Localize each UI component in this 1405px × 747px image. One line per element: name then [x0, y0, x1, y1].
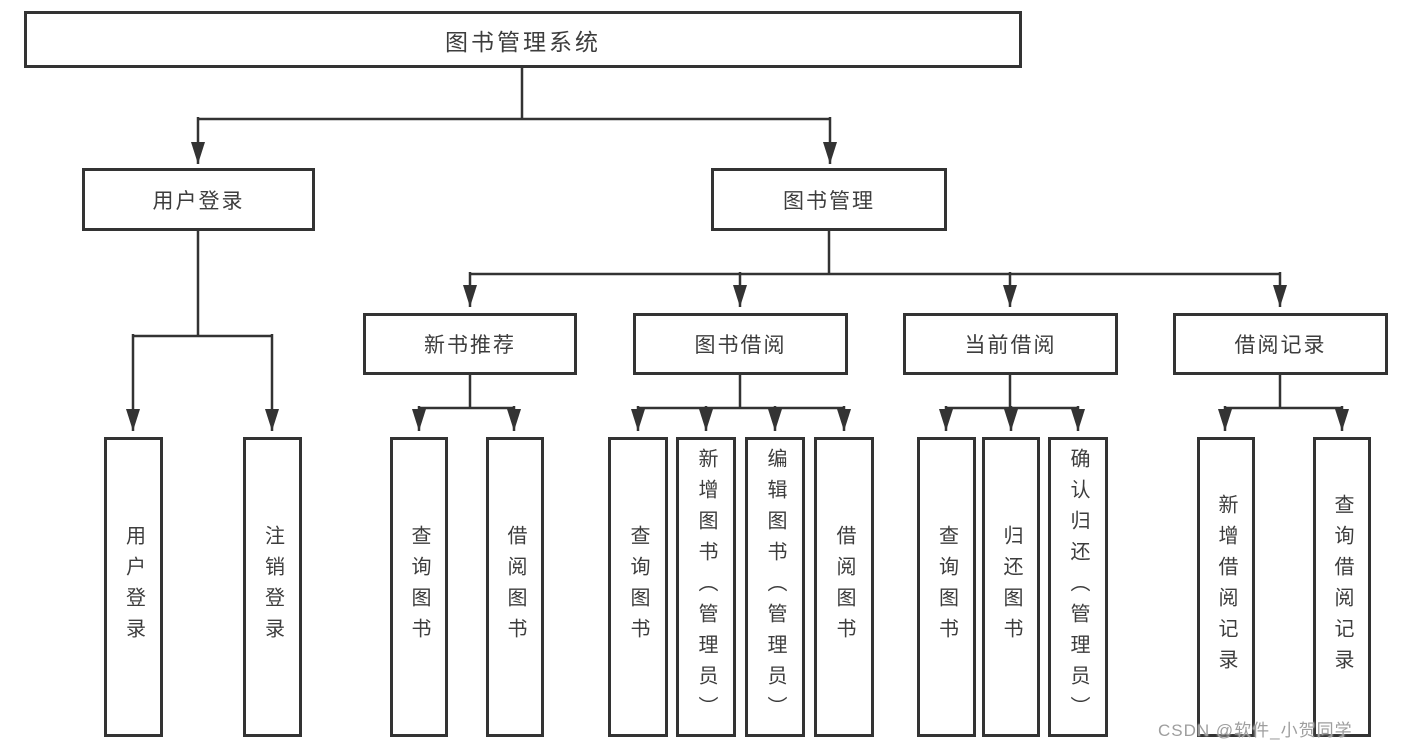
node-label: 图书管理	[783, 189, 875, 213]
leaf-borrow-query-book: 查询图书	[608, 437, 668, 737]
leaf-borrow-edit-book-admin: 编辑图书（管理员）	[745, 437, 805, 737]
leaf-user-login: 用户登录	[104, 437, 163, 737]
node-label: 用户登录	[152, 189, 245, 213]
leaf-borrow-add-book-admin: 新增图书（管理员）	[676, 437, 736, 737]
node-current-borrow: 当前借阅	[903, 313, 1118, 375]
leaf-records-query-record: 查询借阅记录	[1313, 437, 1371, 737]
leaf-records-add-record: 新增借阅记录	[1197, 437, 1255, 737]
node-label: 用户登录	[122, 525, 145, 649]
leaf-borrow-borrow-book: 借阅图书	[814, 437, 874, 737]
node-label: 新增图书（管理员）	[695, 447, 717, 727]
node-label: 图书借阅	[694, 334, 787, 357]
leaf-logout: 注销登录	[243, 437, 302, 737]
node-label: 编辑图书（管理员）	[764, 447, 786, 727]
leaf-recommend-borrow-book: 借阅图书	[486, 437, 544, 737]
node-label: 新增借阅记录	[1215, 494, 1237, 680]
node-label: 借阅图书	[504, 525, 526, 649]
node-label: 查询图书	[408, 525, 430, 649]
leaf-current-return-book: 归还图书	[982, 437, 1040, 737]
node-label: 图书管理系统	[445, 28, 601, 55]
node-label: 归还图书	[1000, 525, 1022, 649]
leaf-recommend-query-book: 查询图书	[390, 437, 448, 737]
node-label: 借阅图书	[833, 525, 855, 649]
node-book-management: 图书管理	[711, 168, 947, 231]
node-library-system: 图书管理系统	[24, 11, 1022, 68]
node-new-book-recommend: 新书推荐	[363, 313, 577, 375]
node-user-login: 用户登录	[82, 168, 315, 231]
csdn-watermark: CSDN @软件_小贺同学	[1158, 721, 1353, 740]
node-book-borrow: 图书借阅	[633, 313, 848, 375]
node-label: 查询借阅记录	[1331, 494, 1353, 680]
leaf-current-query-book: 查询图书	[917, 437, 976, 737]
node-label: 查询图书	[935, 525, 958, 649]
node-label: 当前借阅	[964, 334, 1057, 357]
node-borrow-records: 借阅记录	[1173, 313, 1388, 375]
node-label: 新书推荐	[424, 334, 516, 357]
leaf-current-confirm-return-admin: 确认归还（管理员）	[1048, 437, 1108, 737]
node-label: 借阅记录	[1234, 334, 1327, 357]
node-label: 注销登录	[261, 525, 284, 649]
node-label: 查询图书	[627, 525, 649, 649]
node-label: 确认归还（管理员）	[1067, 447, 1089, 727]
